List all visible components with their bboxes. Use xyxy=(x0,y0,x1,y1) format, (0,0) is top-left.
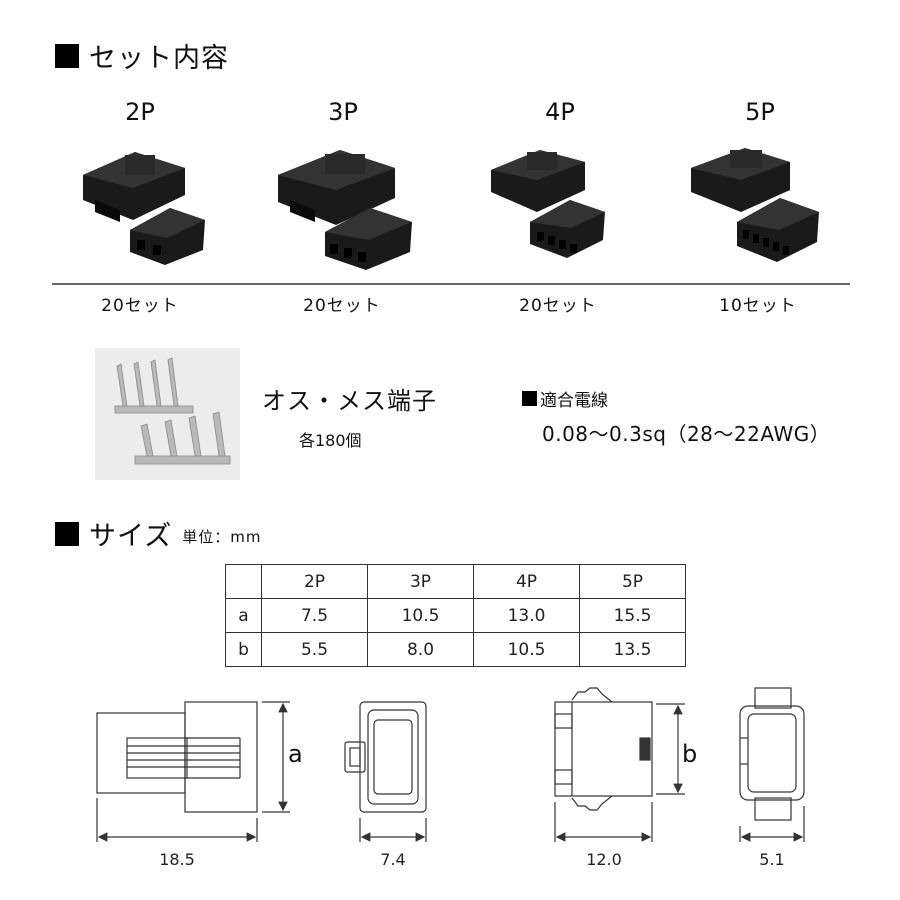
dimension-7-4-label: 7.4 xyxy=(380,850,406,869)
table-cell: 7.5 xyxy=(261,598,368,633)
size-heading: サイズ 単位：mm xyxy=(55,514,261,553)
table-cell: 13.0 xyxy=(473,598,580,633)
pin-label-5p: 5P xyxy=(745,98,775,126)
count-label-3p: 20セット xyxy=(303,296,381,316)
dimension-drawings xyxy=(96,687,805,842)
side-view-a-drawing xyxy=(96,701,290,842)
table-row: a 7.5 10.5 13.0 15.5 xyxy=(225,598,686,633)
pin-label-2p: 2P xyxy=(125,98,155,126)
connector-4p-image xyxy=(491,150,605,258)
wire-square-icon xyxy=(522,391,537,406)
count-label-5p: 10セット xyxy=(719,296,797,316)
count-label-4p: 20セット xyxy=(519,296,597,316)
wire-title: 適合電線 xyxy=(540,391,608,411)
size-title: サイズ xyxy=(89,521,173,552)
table-row-label: a xyxy=(225,598,262,633)
set-contents-heading: セット内容 xyxy=(55,36,229,75)
dimension-12-0-label: 12.0 xyxy=(586,850,622,869)
size-unit: 単位：mm xyxy=(182,528,262,546)
table-header-cell: 4P xyxy=(473,564,580,599)
table-header-cell: 2P xyxy=(261,564,368,599)
table-header-row: 2P 3P 4P 5P xyxy=(225,564,686,599)
section-divider xyxy=(52,283,850,285)
wire-range: 0.08～0.3sq（28～22AWG） xyxy=(542,422,831,446)
set-contents-title: セット内容 xyxy=(89,43,229,74)
pin-label-3p: 3P xyxy=(328,98,358,126)
side-view-b-drawing xyxy=(554,687,685,842)
dimension-b-label: b xyxy=(682,740,698,768)
end-view-drawing xyxy=(739,687,805,842)
dimension-18-5-label: 18.5 xyxy=(159,850,195,869)
count-label-2p: 20セット xyxy=(101,296,179,316)
wire-heading: 適合電線 xyxy=(522,386,608,411)
table-header-cell: 5P xyxy=(579,564,686,599)
table-cell: 8.0 xyxy=(367,632,474,667)
heading-square-icon xyxy=(55,43,79,68)
heading-square-icon xyxy=(55,521,79,546)
terminals-illustration xyxy=(114,357,231,465)
pin-label-4p: 4P xyxy=(545,98,575,126)
size-table: 2P 3P 4P 5P a 7.5 10.5 13.0 15.5 b 5.5 8… xyxy=(225,564,686,667)
connector-3p-image xyxy=(278,150,412,270)
table-header-cell xyxy=(225,564,262,599)
dimension-a-label: a xyxy=(288,740,303,768)
terminals-title: オス・メス端子 xyxy=(262,387,437,415)
table-cell: 10.5 xyxy=(473,632,580,667)
connector-2p-image xyxy=(83,152,205,265)
dimension-5-1-label: 5.1 xyxy=(759,850,785,869)
table-row-label: b xyxy=(225,632,262,667)
table-row: b 5.5 8.0 10.5 13.5 xyxy=(225,632,686,667)
table-cell: 5.5 xyxy=(261,632,368,667)
connector-5p-image xyxy=(691,148,819,262)
table-cell: 13.5 xyxy=(579,632,686,667)
terminals-photo xyxy=(95,348,240,480)
front-view-drawing xyxy=(344,701,427,842)
terminals-quantity: 各180個 xyxy=(299,431,362,450)
table-cell: 15.5 xyxy=(579,598,686,633)
table-cell: 10.5 xyxy=(367,598,474,633)
table-header-cell: 3P xyxy=(367,564,474,599)
